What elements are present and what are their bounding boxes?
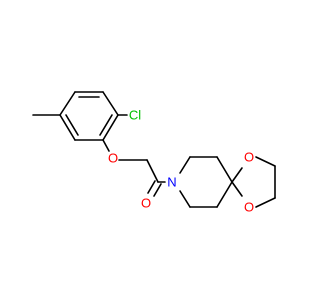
bond-spiro-o-top [231, 167, 243, 183]
bond-pip-4 [216, 181, 233, 208]
bond-ring-double-3 [65, 114, 79, 136]
bond-ch2-o-bottom [255, 197, 276, 208]
bond-co-a [147, 180, 156, 194]
bond-ch2-carbonyl [146, 159, 159, 183]
bond-o-top-ch2 [255, 156, 276, 167]
bond-spiro-o-bottom [231, 181, 243, 197]
bond-ring-1 [59, 91, 76, 116]
bond-ring-double-2 [99, 114, 113, 136]
bond-co-b [153, 183, 162, 197]
bond-ring-3 [102, 91, 119, 116]
bond-lines [32, 91, 276, 208]
ether-oxygen-label: O [108, 151, 118, 166]
bond-ring-6 [59, 114, 76, 141]
bond-ring-4 [102, 114, 119, 141]
molecule-diagram: Cl O O N O O [32, 91, 276, 215]
ketal-oxygen-bottom-label: O [244, 200, 254, 215]
bond-pip-3 [216, 156, 233, 183]
amide-nitrogen-label: N [167, 175, 176, 190]
atom-labels: Cl O O N O O [108, 108, 254, 215]
chlorine-atom-label: Cl [129, 108, 141, 123]
ketal-oxygen-top-label: O [244, 150, 254, 165]
bond-pip-6 [179, 190, 191, 208]
bond-ring-o [102, 139, 110, 152]
carbonyl-oxygen-label: O [141, 196, 151, 211]
bond-pip-1 [179, 156, 191, 174]
